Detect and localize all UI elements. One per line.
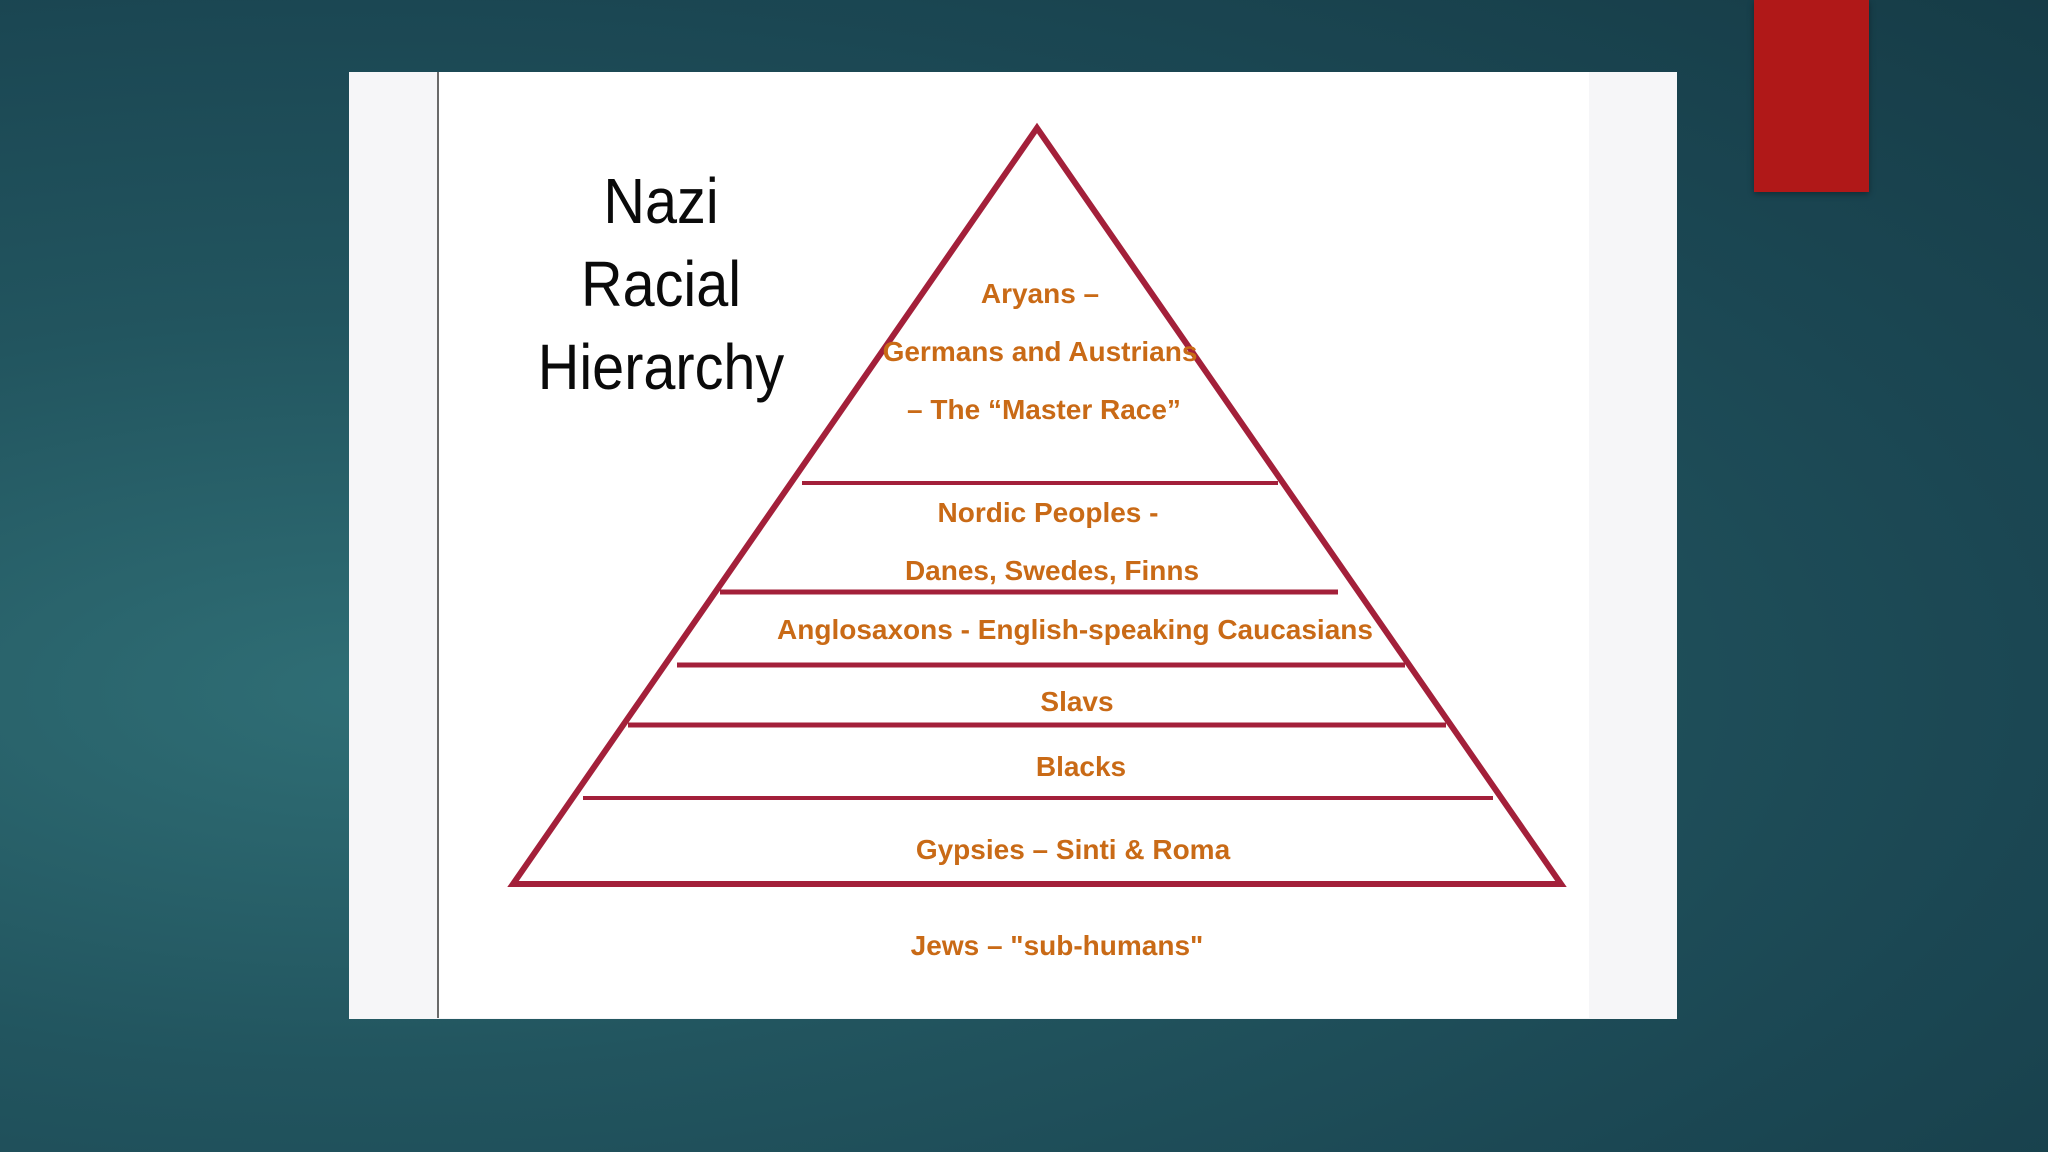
accent-tab	[1754, 0, 1869, 192]
slide-title: Nazi Racial Hierarchy	[531, 160, 792, 409]
title-line-1: Nazi Racial	[580, 165, 742, 320]
title-line-2: Hierarchy	[537, 331, 785, 403]
